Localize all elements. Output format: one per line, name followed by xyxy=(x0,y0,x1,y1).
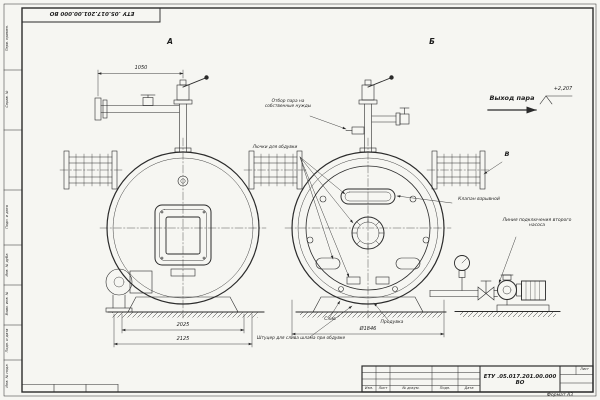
strip-label-perv-primen: Перв. примен. xyxy=(5,24,9,52)
strip-label-inv-podl: Инв. № подл. xyxy=(5,363,9,388)
dim-2125: 2125 xyxy=(176,335,190,342)
title-col-data: Дата xyxy=(464,385,474,390)
leader-lines xyxy=(299,95,573,338)
annotation-sludge-fitting: Штуцер для слива шлама при обдувке xyxy=(256,336,346,341)
view-v-label: В xyxy=(504,150,510,158)
feed-pump-assembly xyxy=(429,255,561,317)
annotation-drain: Слив xyxy=(324,317,336,322)
sheet-frame xyxy=(3,3,597,397)
annotation-blowdown: Продувка xyxy=(380,320,404,325)
strip-label-vzam-inv: Взам. инв. № xyxy=(5,291,9,316)
view-a-label: А xyxy=(167,37,173,46)
annotation-cleaning-hatches: Лючки для обдувки xyxy=(252,145,298,150)
annotation-steam-own-needs: Отбор пара на собственные нужды xyxy=(264,99,312,109)
strip-label-inv-dubl: Инв. № дубл. xyxy=(5,252,9,277)
strip-label-sprav-no: Справ. № xyxy=(5,90,9,108)
dim-1050: 1050 xyxy=(134,65,148,71)
view-a-boiler xyxy=(94,75,265,318)
annotation-explosion-valve: Клапан взрывной xyxy=(458,197,500,202)
title-col-izm: Изм. xyxy=(364,385,374,390)
tube-bundles xyxy=(63,150,486,190)
title-col-podp: Подп. xyxy=(439,385,451,390)
dim-diameter-1846: Ø1846 xyxy=(359,325,377,332)
strip-label-podp-data-1: Подп. и дата xyxy=(5,205,9,229)
title-sheet-label: Лист xyxy=(580,367,589,371)
view-b-label: Б xyxy=(429,37,435,46)
safety-valve-a xyxy=(94,75,209,153)
strip-label-podp-data-2: Подп. и дата xyxy=(5,328,9,353)
pressure-gauge xyxy=(454,255,470,291)
centerlines xyxy=(59,137,490,319)
pump xyxy=(496,274,550,312)
burner-unit xyxy=(105,268,153,313)
doc-number-top: ЕТУ .05.017.201.00.000 ВО xyxy=(49,10,135,17)
title-block-grid xyxy=(361,365,594,393)
annotation-steam-outlet: Выход пара xyxy=(489,94,535,102)
safety-valve-b xyxy=(345,75,410,153)
dimension-lines xyxy=(97,69,445,348)
title-block-doc-number: ЕТУ .05.017.201.00.000 ВО xyxy=(483,374,557,387)
view-b-boiler xyxy=(291,75,447,318)
title-col-list: Лист xyxy=(378,385,388,390)
format-label: Формат А3 xyxy=(546,392,574,398)
dim-2025: 2025 xyxy=(176,321,190,328)
annotation-second-pump-line: Линия подключения второго насоса xyxy=(502,218,572,229)
title-col-docum: № докум. xyxy=(402,385,420,390)
dim-elevation: +2,207 xyxy=(553,86,573,92)
